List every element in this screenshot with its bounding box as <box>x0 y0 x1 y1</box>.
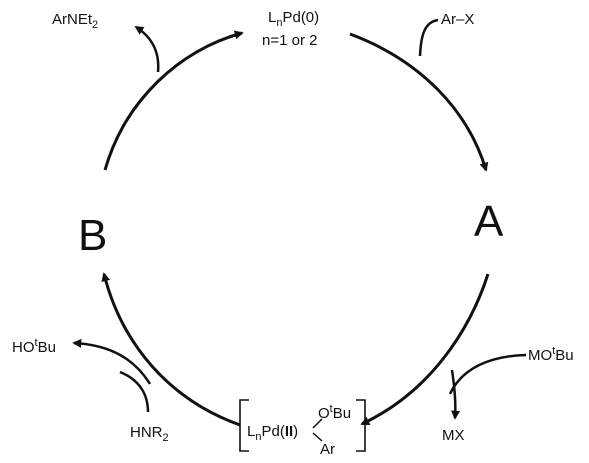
cycle-arc-bottom-left <box>101 272 241 427</box>
intermediate-a-label: A <box>474 197 504 246</box>
catalyst-formula: LnPd(0) <box>268 9 319 29</box>
complex-bond-lower <box>312 432 323 442</box>
cycle-arc-top-right <box>349 32 489 172</box>
base-label: MOtBu <box>528 345 574 364</box>
salt-exit-arrow <box>450 369 461 420</box>
base-entry-arrow <box>448 353 527 395</box>
complex-bracket-right <box>356 399 366 452</box>
alcohol-label: HOtBu <box>12 337 56 356</box>
complex-alkoxide-ligand: OtBu <box>318 403 351 422</box>
alcohol-exit-arrow <box>72 338 152 385</box>
complex-bond-upper <box>312 418 323 429</box>
catalyst-note: n=1 or 2 <box>262 32 317 49</box>
product-exit-arrow <box>134 25 160 73</box>
salt-label: MX <box>442 427 465 444</box>
aryl-halide-entry-arrow <box>418 18 439 57</box>
amine-entry-arrow <box>119 370 150 413</box>
product-label: ArNEt2 <box>52 11 98 31</box>
complex-bracket-left <box>239 399 249 452</box>
intermediate-b-label: B <box>78 211 107 260</box>
complex-metal-center: LnPd(II) <box>247 423 298 443</box>
cycle-arc-left-top <box>103 30 244 171</box>
cycle-arc-right-bottom <box>360 273 490 426</box>
amine-label: HNR2 <box>130 424 169 444</box>
aryl-halide-label: Ar–X <box>441 11 474 28</box>
complex-aryl-ligand: Ar <box>320 441 335 458</box>
